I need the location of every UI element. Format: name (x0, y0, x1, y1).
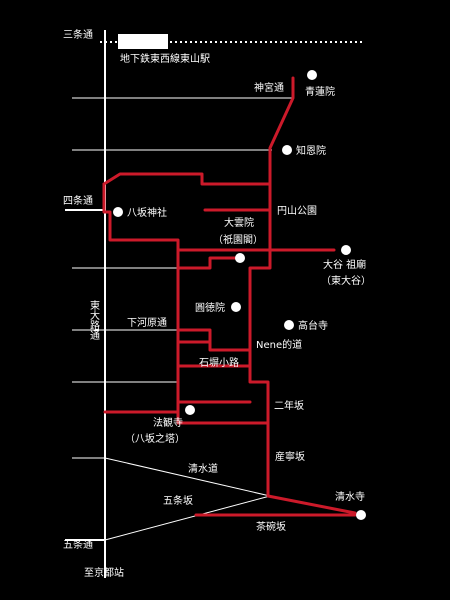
kiyomizu-road (104, 457, 271, 497)
route-loop-west (102, 172, 272, 186)
shimogawara-label: 下河原通 (127, 317, 167, 329)
route-daiun (176, 256, 242, 270)
chion-label: 知恩院 (296, 144, 326, 157)
yasaka-marker (113, 207, 123, 217)
higashioji-label: 東大路通 (88, 299, 100, 340)
kodaiji-marker (284, 320, 294, 330)
map-labels: 三条通 地下鉄東西線東山駅 神宮通 青蓮院 知恩院 四条通 八坂神社 円山公園 … (63, 28, 371, 579)
kiyomizu-dera-label: 清水寺 (335, 490, 365, 503)
yasaka-label: 八坂神社 (127, 206, 167, 219)
chion-marker (282, 145, 292, 155)
route-yasaka-side (102, 182, 270, 425)
gojo-zaka-road (104, 495, 271, 541)
nene-label: Nene的道 (256, 338, 302, 351)
subway-label: 地下鉄東西線東山駅 (120, 52, 210, 65)
sannen-label: 産寧坂 (275, 450, 305, 463)
kiyomizu-michi-label: 清水道 (188, 462, 218, 475)
entoku-marker (231, 302, 241, 312)
shoren-marker (307, 70, 317, 80)
entoku-label: 圓徳院 (195, 301, 225, 314)
gojo-label: 五条通 (63, 538, 93, 551)
street-network (65, 30, 365, 578)
hokan-label-1: 法観寺 (153, 416, 183, 429)
hokan-marker (185, 405, 195, 415)
walking-route (102, 76, 357, 517)
kodaiji-label: 高台寺 (298, 319, 328, 332)
subway-station-marker (118, 34, 168, 49)
daiun-label-1: 大雲院 (224, 216, 254, 229)
maruyama-label: 円山公園 (277, 205, 317, 217)
ishibe-label: 石塀小路 (199, 356, 239, 369)
hokan-label-2: （八坂之塔） (125, 432, 185, 445)
route-jingu-to-kiyomizu (248, 76, 357, 515)
otani-label-1: 大谷 祖廟 (323, 258, 366, 271)
shoren-label: 青蓮院 (305, 85, 335, 98)
otani-label-2: （東大谷） (321, 274, 371, 287)
daiun-label-2: （祇園閣） (213, 234, 263, 246)
kiyomizu-dera-marker (356, 510, 366, 520)
gojo-zaka-label: 五条坂 (163, 494, 193, 507)
poi-markers (113, 70, 366, 520)
ninen-label: 二年坂 (274, 399, 304, 412)
daiun-marker (235, 253, 245, 263)
jingu-label: 神宮通 (254, 81, 284, 94)
chawan-label: 茶碗坂 (256, 520, 286, 533)
shijo-label: 四条通 (63, 194, 93, 207)
kyoto-station-label: 至京都站 (84, 566, 124, 579)
route-ishibe (176, 328, 252, 352)
otani-marker (341, 245, 351, 255)
sanjo-label: 三条通 (63, 28, 93, 41)
